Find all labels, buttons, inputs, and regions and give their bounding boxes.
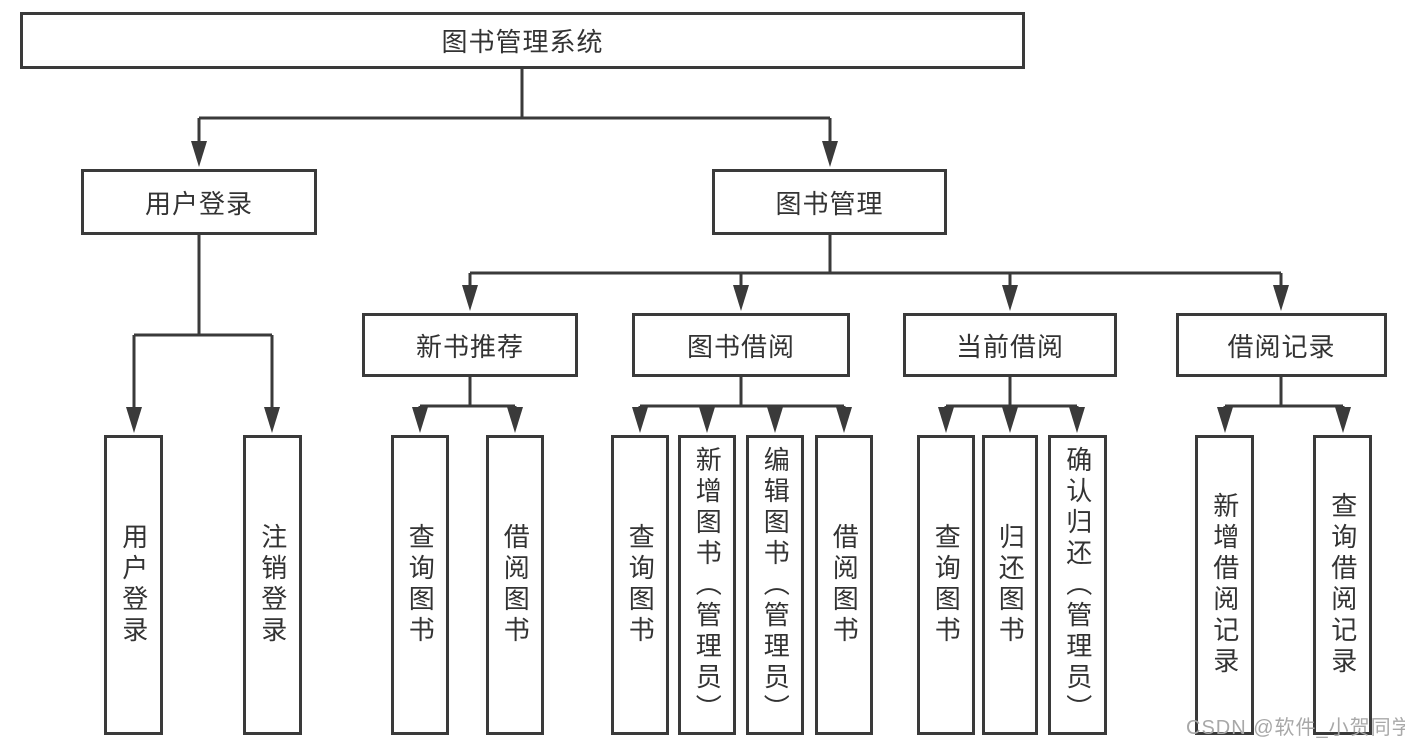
leaf-query-books-recommend-label: 查询图书	[405, 523, 436, 647]
csdn-watermark: CSDN @软件_小贺同学	[1186, 717, 1405, 739]
node-current-borrow-label: 当前借阅	[955, 331, 1064, 362]
connector-lines	[132, 69, 1345, 418]
node-book-borrow: 图书借阅	[632, 313, 850, 377]
leaf-query-borrow-record: 查询借阅记录	[1313, 435, 1372, 735]
leaf-query-books-recommend: 查询图书	[391, 435, 449, 735]
node-borrow-records-label: 借阅记录	[1227, 331, 1336, 362]
node-book-borrow-label: 图书借阅	[686, 331, 795, 362]
leaf-query-books-current-label: 查询图书	[931, 523, 962, 647]
leaf-return-book: 归还图书	[982, 435, 1038, 735]
leaf-confirm-return-admin-label: 确认归还（管理员）	[1062, 445, 1093, 725]
leaf-edit-book-admin-label: 编辑图书（管理员）	[760, 445, 791, 725]
leaf-confirm-return-admin: 确认归还（管理员）	[1048, 435, 1107, 735]
leaf-edit-book-admin: 编辑图书（管理员）	[746, 435, 804, 735]
leaf-user-login-label: 用户登录	[118, 523, 149, 647]
leaf-logout: 注销登录	[243, 435, 302, 735]
leaf-add-book-admin-label: 新增图书（管理员）	[692, 445, 723, 725]
node-book-management: 图书管理	[712, 169, 947, 235]
leaf-query-books-borrow-label: 查询图书	[625, 523, 656, 647]
node-user-login: 用户登录	[81, 169, 317, 235]
leaf-return-book-label: 归还图书	[995, 523, 1026, 647]
node-new-book-recommend: 新书推荐	[362, 313, 578, 377]
node-user-login-label: 用户登录	[144, 188, 253, 219]
node-current-borrow: 当前借阅	[903, 313, 1117, 377]
node-new-book-recommend-label: 新书推荐	[415, 331, 524, 362]
leaf-query-books-current: 查询图书	[917, 435, 975, 735]
node-root-label: 图书管理系统	[441, 27, 604, 57]
leaf-add-book-admin: 新增图书（管理员）	[678, 435, 736, 735]
node-root: 图书管理系统	[20, 12, 1025, 69]
leaf-borrow-books-recommend-label: 借阅图书	[500, 523, 531, 647]
leaf-query-borrow-record-label: 查询借阅记录	[1327, 492, 1358, 678]
leaf-borrow-books: 借阅图书	[815, 435, 873, 735]
leaf-query-books-borrow: 查询图书	[611, 435, 669, 735]
leaf-logout-label: 注销登录	[257, 523, 288, 647]
leaf-add-borrow-record: 新增借阅记录	[1195, 435, 1254, 735]
node-book-management-label: 图书管理	[775, 188, 884, 219]
leaf-borrow-books-recommend: 借阅图书	[486, 435, 544, 735]
leaf-add-borrow-record-label: 新增借阅记录	[1209, 492, 1240, 678]
arrowhead-icons	[126, 141, 1351, 433]
node-borrow-records: 借阅记录	[1176, 313, 1387, 377]
leaf-borrow-books-label: 借阅图书	[829, 523, 860, 647]
leaf-user-login: 用户登录	[104, 435, 163, 735]
